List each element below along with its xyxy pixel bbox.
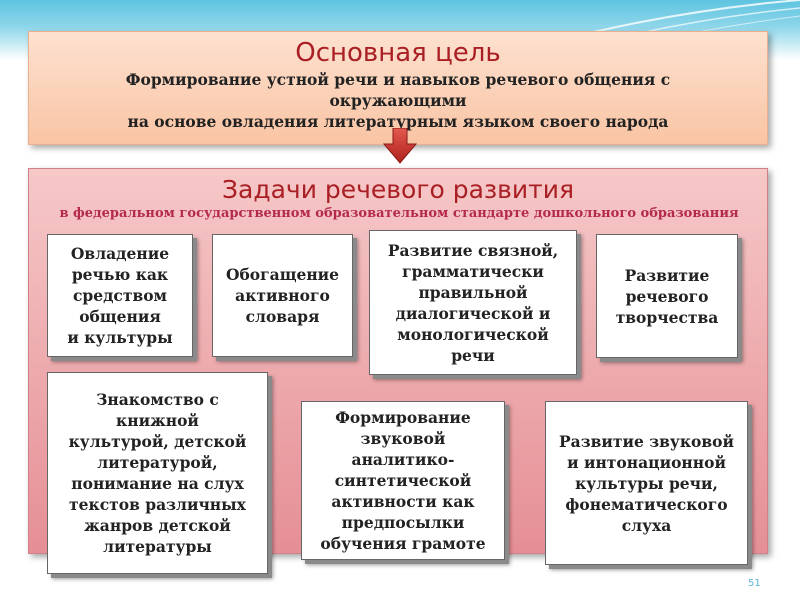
task-card-vocabulary: Обогащение активного словаря — [212, 234, 353, 357]
main-goal-title: Основная цель — [295, 38, 501, 68]
task-card-book-culture: Знакомство с книжной культурой, детской … — [47, 372, 268, 574]
page-number: 51 — [748, 578, 761, 589]
tasks-subtitle: в федеральном государственном образовате… — [59, 207, 739, 221]
tasks-title: Задачи речевого развития — [221, 175, 575, 204]
task-card-coherent-speech: Развитие связной, грамматически правильн… — [369, 230, 577, 375]
main-goal-panel: Основная цель Формирование устной речи и… — [28, 31, 768, 145]
main-goal-line-3: на основе овладения литературным языком … — [127, 112, 669, 131]
down-arrow-icon — [383, 128, 417, 164]
task-card-creativity: Развитие речевого творчества — [596, 234, 738, 358]
task-card-sound-culture: Развитие звуковой и интонационной культу… — [545, 401, 748, 565]
main-goal-line-1: Формирование устной речи и навыков речев… — [125, 70, 671, 89]
main-goal-line-2: окружающими — [329, 91, 467, 110]
task-card-literacy-prep: Формирование звуковой аналитико- синтети… — [301, 401, 505, 560]
task-card-communication: Овладение речью как средством общения и … — [47, 234, 193, 357]
